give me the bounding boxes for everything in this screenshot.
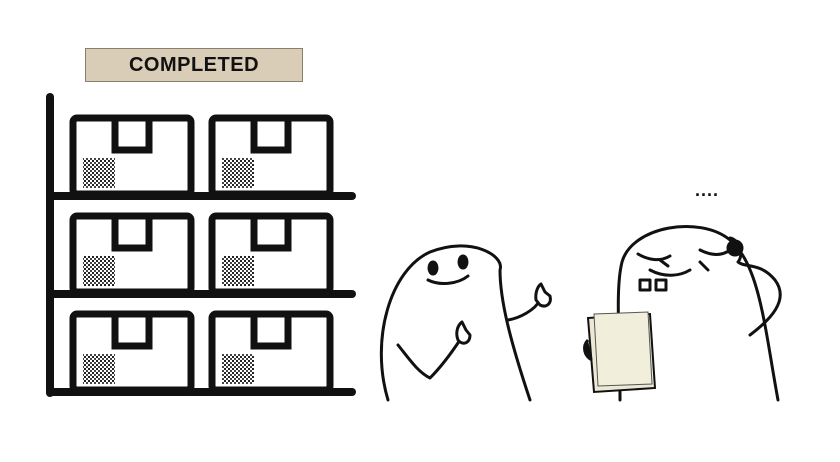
qr-code-icon (83, 158, 115, 188)
thought-dots: .... (695, 180, 720, 200)
completed-label-text: COMPLETED (128, 53, 260, 76)
storage-box (208, 114, 334, 198)
storage-box (69, 310, 195, 394)
storage-box (69, 212, 195, 296)
storage-box (69, 114, 195, 198)
paper-document (583, 311, 657, 394)
happy-blob-character (379, 244, 552, 402)
worried-blob-character (616, 225, 782, 402)
qr-code-icon (222, 158, 254, 188)
shelf-boxes (69, 114, 334, 394)
qr-code-icon (222, 256, 254, 286)
qr-code-icon (83, 354, 115, 384)
completed-label: COMPLETED (85, 48, 303, 82)
qr-code-icon (83, 256, 115, 286)
qr-code-icon (222, 354, 254, 384)
storage-box (208, 310, 334, 394)
storage-box (208, 212, 334, 296)
